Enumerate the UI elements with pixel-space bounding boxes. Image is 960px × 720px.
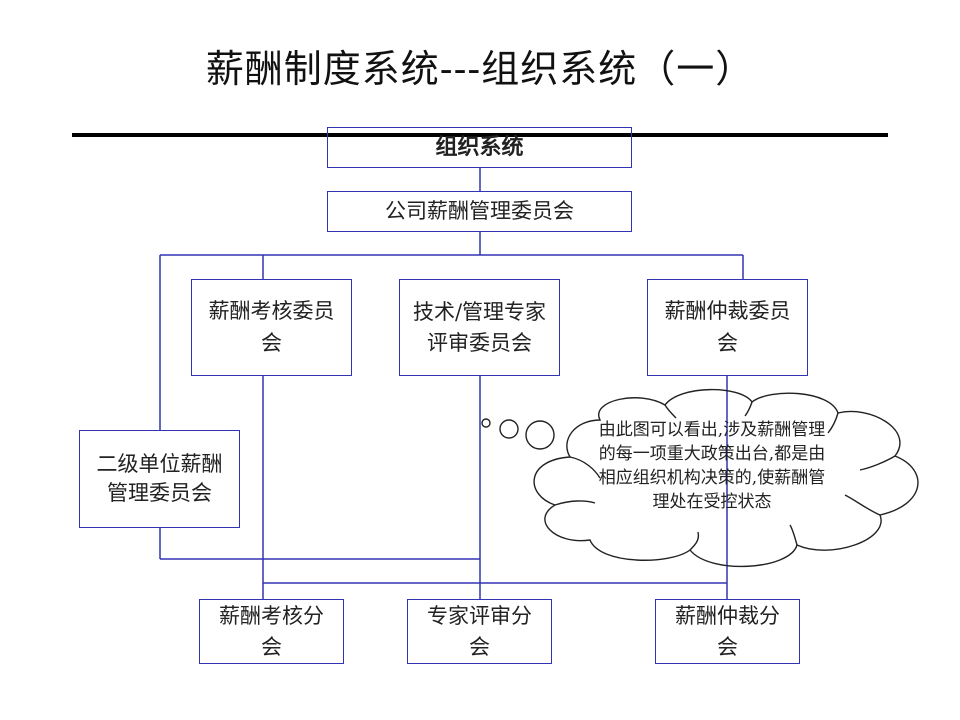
company-committee-box: 公司薪酬管理委员会 — [327, 191, 632, 232]
thought-bubble-large — [525, 420, 555, 450]
secondary-unit-committee-box: 二级单位薪酬管理委员会 — [79, 430, 240, 528]
thought-bubble-medium — [499, 419, 519, 439]
page-title: 薪酬制度系统---组织系统（一） — [205, 47, 755, 91]
expert-review-subcommittee-box: 专家评审分会 — [407, 599, 552, 664]
assessment-committee-box: 薪酬考核委员会 — [191, 279, 352, 376]
arbitration-subcommittee-box: 薪酬仲裁分会 — [655, 599, 800, 664]
root-label: 组织系统 — [435, 134, 524, 160]
arbitration-subcommittee-label: 薪酬仲裁分会 — [675, 604, 780, 659]
root-box-organization-system: 组织系统 — [327, 127, 632, 168]
title-divider — [72, 133, 888, 137]
expert-review-committee-box: 技术/管理专家评审委员会 — [399, 279, 560, 376]
expert-review-committee-label: 技术/管理专家评审委员会 — [412, 300, 547, 355]
assessment-subcommittee-label: 薪酬考核分会 — [219, 604, 324, 659]
arbitration-committee-label: 薪酬仲裁委员会 — [664, 299, 791, 355]
expert-review-subcommittee-label: 专家评审分会 — [427, 604, 532, 659]
callout-text: 由此图可以看出,涉及薪酬管理的每一项重大政策出台,都是由相应组织机构决策的,使薪… — [598, 420, 826, 512]
assessment-committee-label: 薪酬考核委员会 — [208, 299, 335, 355]
secondary-unit-committee-label: 二级单位薪酬管理委员会 — [96, 451, 223, 505]
assessment-subcommittee-box: 薪酬考核分会 — [199, 599, 344, 664]
arbitration-committee-box: 薪酬仲裁委员会 — [647, 279, 808, 376]
company-committee-label: 公司薪酬管理委员会 — [385, 198, 574, 223]
cloud-outline — [533, 388, 919, 568]
thought-bubble-small — [481, 418, 491, 428]
